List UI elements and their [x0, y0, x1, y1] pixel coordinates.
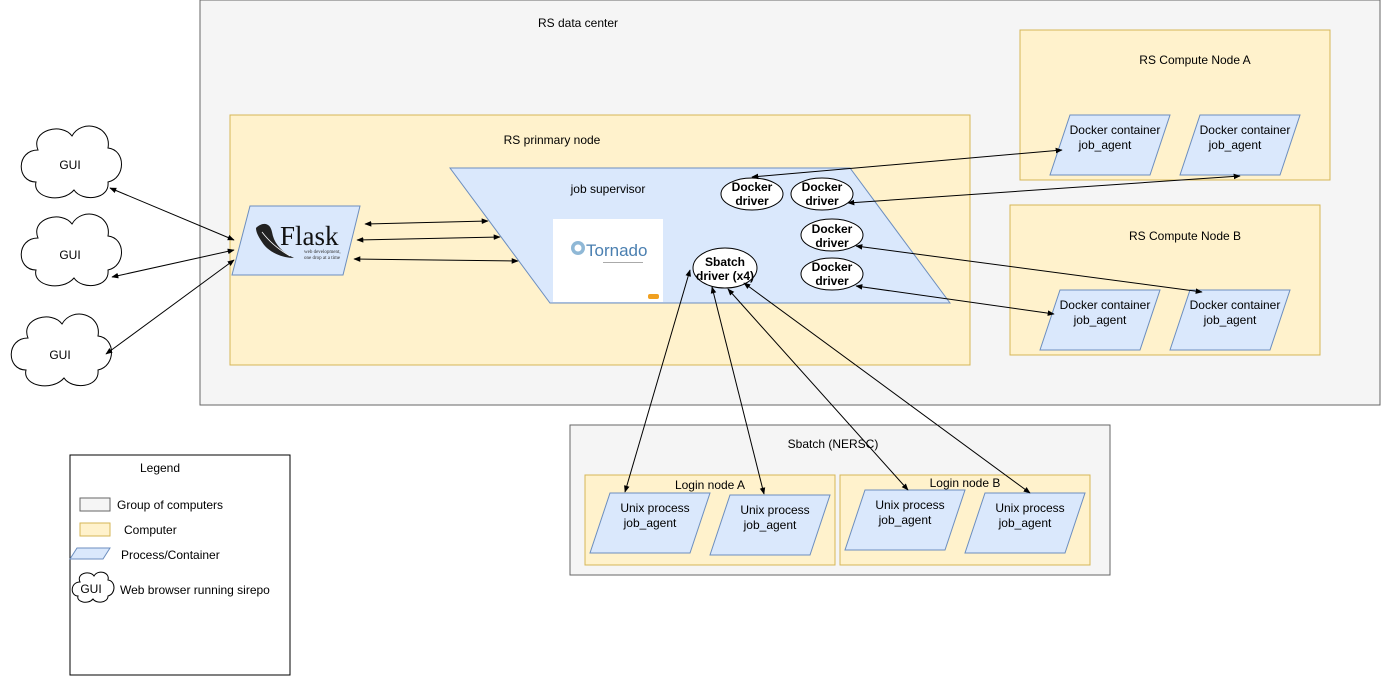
edge-flask-supervisor-2: [356, 234, 501, 243]
flask-logo-text: Flask: [280, 221, 339, 251]
tornado-logo: Tornado: [553, 219, 663, 302]
edge-sbatch-proc1: [624, 269, 691, 493]
compute-node-a-label: RS Compute Node A: [1139, 53, 1250, 67]
legend-process-label: Process/Container: [121, 548, 220, 562]
docker-driver-4-line-2: driver: [815, 274, 849, 288]
edge-docker3-container-b2: [855, 244, 1203, 294]
unix-process-3: Unix process job_agent: [844, 489, 966, 551]
unix-process-1: Unix process job_agent: [589, 492, 711, 554]
unix-process-3-line-1: Unix process: [875, 498, 944, 512]
tornado-logo-text: Tornado: [586, 241, 647, 260]
docker-container-a2: Docker container job_agent: [1179, 114, 1301, 176]
login-node-b-label: Login node B: [930, 476, 1001, 490]
docker-container-a2-line-1: Docker container: [1200, 123, 1291, 137]
flask-tagline-2: one drop at a time: [304, 256, 341, 261]
compute-node-b-label: RS Compute Node B: [1129, 229, 1241, 243]
unix-process-3-line-2: job_agent: [878, 513, 932, 527]
legend: Legend Group of computers Computer Proce…: [69, 454, 291, 676]
edge-flask-supervisor-3: [353, 256, 519, 264]
sbatch-nersc-label: Sbatch (NERSC): [788, 437, 879, 451]
legend-process-swatch: [69, 547, 111, 560]
unix-process-2-line-2: job_agent: [743, 518, 797, 532]
sbatch-driver-line-2: driver (x4): [696, 269, 754, 283]
docker-container-b1-line-1: Docker container: [1060, 298, 1151, 312]
docker-container-a1-line-2: job_agent: [1078, 138, 1132, 152]
unix-process-2-line-1: Unix process: [740, 503, 809, 517]
gui-cloud-2: GUI: [20, 213, 122, 287]
unix-process-4: Unix process job_agent: [964, 492, 1086, 554]
sbatch-driver: Sbatch driver (x4): [692, 247, 758, 289]
rs-data-center-label: RS data center: [538, 16, 618, 30]
edge-docker2-container-a2: [847, 173, 1241, 206]
docker-container-b2-line-2: job_agent: [1203, 313, 1257, 327]
edge-flask-supervisor-1: [364, 218, 489, 227]
docker-driver-4: Docker driver: [800, 257, 864, 291]
login-node-a-label: Login node A: [675, 478, 745, 492]
docker-driver-3-line-1: Docker: [812, 222, 853, 236]
docker-driver-3: Docker driver: [800, 218, 864, 252]
gui-cloud-2-label: GUI: [59, 248, 80, 262]
legend-browser-label: Web browser running sirepo: [120, 583, 270, 597]
unix-process-1-line-2: job_agent: [623, 516, 677, 530]
connectors: [105, 147, 1241, 495]
legend-group-swatch: [79, 497, 111, 512]
docker-driver-3-line-2: driver: [815, 236, 849, 250]
unix-process-2: Unix process job_agent: [709, 494, 831, 556]
rs-primary-node-label: RS prinmary node: [504, 133, 601, 147]
legend-computer-swatch: [79, 522, 111, 537]
docker-driver-2: Docker driver: [790, 177, 854, 211]
edge-docker1-container-a1: [751, 147, 1063, 180]
docker-container-a2-line-2: job_agent: [1208, 138, 1262, 152]
unix-process-4-line-2: job_agent: [998, 516, 1052, 530]
unix-process-1-line-1: Unix process: [620, 501, 689, 515]
docker-container-a1: Docker container job_agent: [1049, 114, 1171, 176]
flask-horn-icon: [256, 223, 294, 258]
sbatch-driver-line-1: Sbatch: [705, 255, 745, 269]
gui-cloud-3: GUI: [10, 313, 112, 387]
legend-title: Legend: [140, 461, 180, 475]
job-supervisor-label: job supervisor: [570, 182, 646, 196]
flask-tagline-1: web development,: [304, 250, 341, 255]
docker-driver-2-line-2: driver: [805, 194, 839, 208]
docker-driver-1-line-1: Docker: [732, 180, 773, 194]
docker-driver-1-line-2: driver: [735, 194, 769, 208]
docker-container-b2: Docker container job_agent: [1169, 289, 1291, 351]
docker-container-b2-line-1: Docker container: [1190, 298, 1281, 312]
docker-container-b1-line-2: job_agent: [1073, 313, 1127, 327]
legend-group-label: Group of computers: [117, 498, 223, 512]
docker-container-a1-line-1: Docker container: [1070, 123, 1161, 137]
edge-sbatch-proc4: [743, 282, 1031, 494]
gui-cloud-1-label: GUI: [59, 158, 80, 172]
edge-gui1-flask: [109, 187, 235, 241]
docker-driver-2-line-1: Docker: [802, 180, 843, 194]
unix-process-4-line-1: Unix process: [995, 501, 1064, 515]
tornado-badge-icon: [648, 294, 659, 299]
edge-gui3-flask: [105, 259, 235, 355]
docker-container-b1: Docker container job_agent: [1039, 289, 1161, 351]
gui-cloud-1: GUI: [20, 125, 122, 199]
flask-process: Flask web development, one drop at a tim…: [231, 205, 361, 276]
gui-cloud-3-label: GUI: [49, 348, 70, 362]
legend-computer-label: Computer: [124, 523, 177, 537]
docker-driver-4-line-1: Docker: [812, 260, 853, 274]
legend-cloud-icon: [71, 571, 115, 603]
legend-gui-label: GUI: [80, 582, 101, 596]
docker-driver-1: Docker driver: [720, 177, 784, 211]
